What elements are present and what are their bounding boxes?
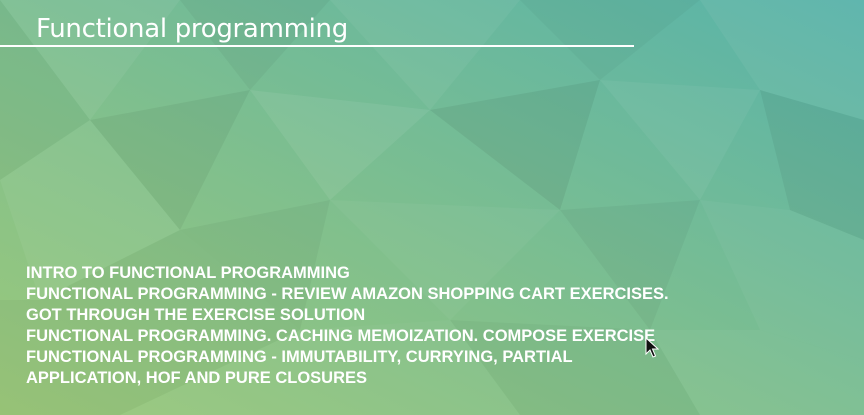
topic-item: GOT THROUGH THE EXERCISE SOLUTION [26, 306, 366, 324]
topic-item: APPLICATION, HOF AND PURE CLOSURES [26, 369, 368, 387]
slide-title: Functional programming [36, 14, 348, 44]
topic-item: FUNCTIONAL PROGRAMMING - REVIEW AMAZON S… [26, 285, 669, 303]
topic-item: INTRO TO FUNCTIONAL PROGRAMMING [26, 264, 350, 282]
title-underline [0, 45, 634, 47]
topic-item: FUNCTIONAL PROGRAMMING. CACHING MEMOIZAT… [26, 327, 656, 345]
topic-item: FUNCTIONAL PROGRAMMING - IMMUTABILITY, C… [26, 348, 573, 366]
topic-list: INTRO TO FUNCTIONAL PROGRAMMING FUNCTION… [26, 263, 856, 389]
mouse-pointer-icon [645, 337, 659, 358]
